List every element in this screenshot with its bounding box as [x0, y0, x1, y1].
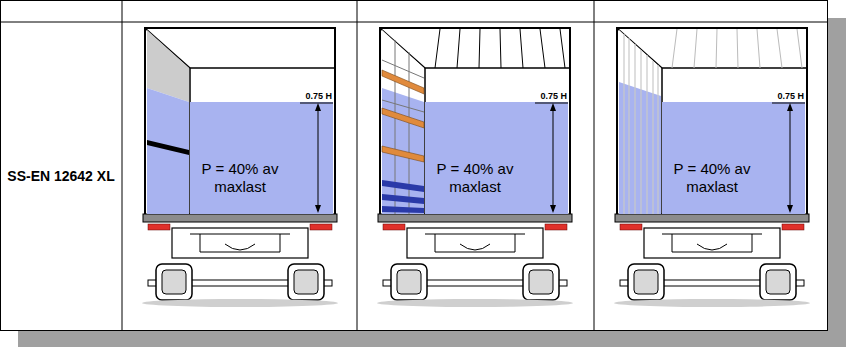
truck-illustration — [614, 28, 810, 307]
roof-bows — [435, 29, 565, 68]
load-text: P = 40% av maxlast — [425, 160, 525, 196]
standard-label: SS-EN 12642 XL — [0, 167, 122, 185]
row-line — [0, 22, 828, 23]
dimension-label: 0.75 H — [503, 91, 567, 102]
truck-group — [614, 28, 810, 307]
column-line — [122, 0, 123, 331]
load-area: P = 40% av maxlast — [190, 102, 333, 214]
side-slat — [382, 108, 424, 128]
side-board — [382, 180, 424, 192]
side-board — [382, 206, 424, 213]
dimension-arrow — [772, 103, 805, 213]
side-wall-load — [147, 88, 189, 214]
dimension-arrow — [535, 103, 568, 213]
side-board — [147, 140, 189, 155]
roof-bows — [672, 29, 802, 68]
truck-illustration — [377, 28, 573, 307]
load-area: P = 40% av maxlast — [662, 102, 805, 214]
column-line — [594, 0, 595, 331]
side-wall-load — [382, 88, 424, 214]
table-frame — [1, 1, 828, 331]
dimension-arrow — [300, 103, 333, 213]
truck-illustration — [142, 28, 338, 307]
side-slat — [382, 70, 424, 94]
truck-group — [377, 28, 573, 307]
load-area: P = 40% av maxlast — [425, 102, 568, 214]
column-line — [357, 0, 358, 331]
dimension-label: 0.75 H — [268, 91, 332, 102]
load-text: P = 40% av maxlast — [662, 160, 762, 196]
dimension-label: 0.75 H — [740, 91, 804, 102]
load-text: P = 40% av maxlast — [190, 160, 290, 196]
side-board — [382, 194, 424, 204]
curtain-folds — [624, 34, 658, 214]
side-wall-load — [619, 82, 661, 214]
side-posts — [382, 40, 424, 214]
side-slat — [382, 146, 424, 162]
